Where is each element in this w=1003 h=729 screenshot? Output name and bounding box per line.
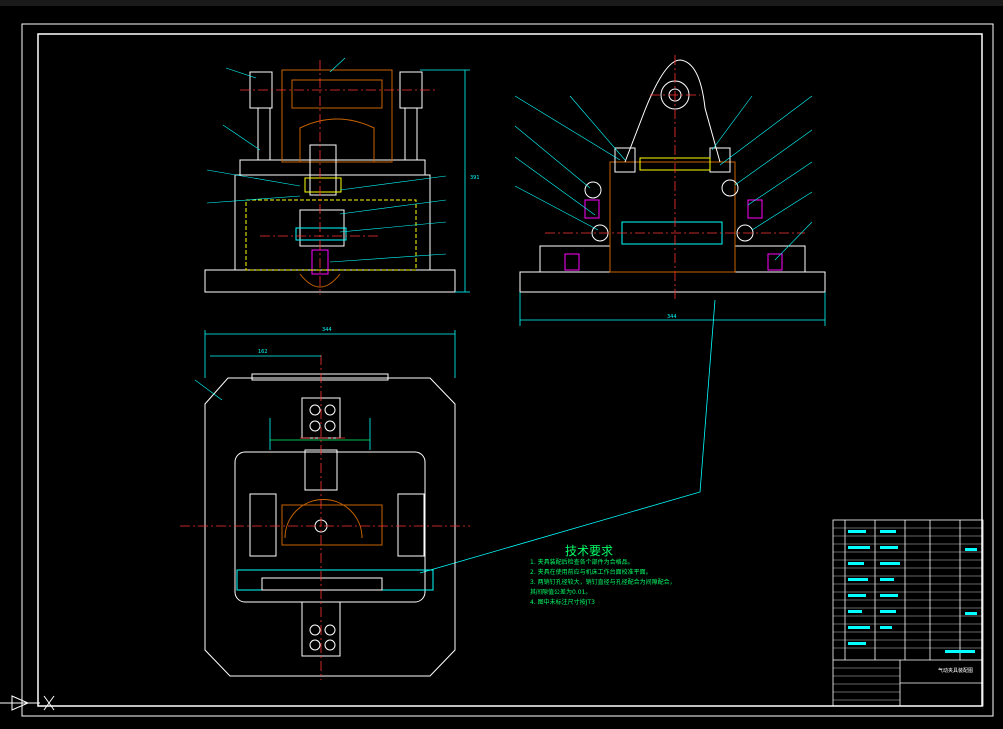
side-view-leaders [514,95,813,261]
front-view-dimension [420,69,470,293]
outer-frame [21,23,994,717]
tech-requirement-item: 3. 两销钉孔径较大，销钉直径与孔径配合为间隙配合， [530,579,676,586]
title-block-entries [848,530,977,653]
top-width-dimension: 344 [322,327,332,333]
side-view-centerlines [545,55,805,300]
tech-requirements-title: 技术要求 [565,544,614,558]
window-top-strip [0,0,1003,6]
title-block-rows [833,527,983,701]
front-view-centerlines [240,60,435,295]
top-view [204,373,456,677]
side-width-dimension: 344 [667,314,677,320]
front-view-leaders [206,57,447,263]
long-leader [419,299,716,574]
side-view-dimension [519,292,826,326]
top-view-centerlines [180,355,470,680]
top-offset-dimension: 162 [258,349,268,355]
top-view-dimensions [204,330,456,450]
drawing-title-name: 气动夹具装配图 [938,668,974,674]
front-height-dimension: 391 [470,175,480,181]
front-view [204,69,456,293]
tech-requirement-item: 4. 图中未标注尺寸按JT3 [530,599,595,606]
ucs-icon [0,695,55,711]
side-view [519,59,826,293]
tech-requirement-item: 1. 夹具装配后检查各个部件为合格品。 [530,559,634,566]
top-view-leader [194,379,223,401]
tech-requirements-list: 1. 夹具装配后检查各个部件为合格品。 2. 夹具在使用前应与机床工作台面校准平… [530,558,730,608]
tech-requirement-item: 其间隙值公差为0.01。 [530,589,592,596]
tech-requirement-item: 2. 夹具在使用前应与机床工作台面校准平面。 [530,569,652,576]
inner-frame [37,33,983,707]
title-block [832,519,984,707]
